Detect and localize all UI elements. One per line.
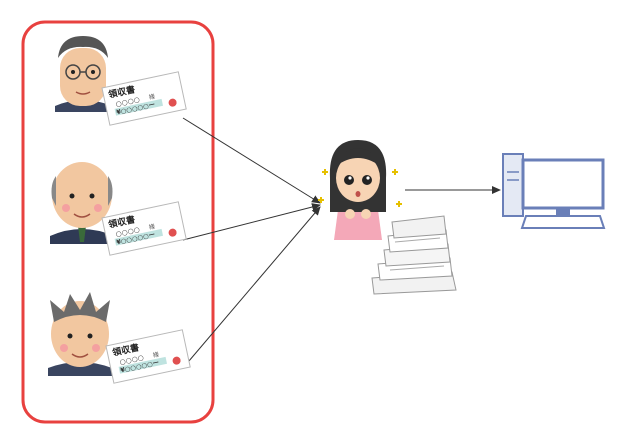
man-glasses-icon	[55, 36, 112, 112]
receipt-suffix: 様	[148, 92, 156, 101]
customer-group-box	[21, 20, 215, 424]
receipt-suffix: 様	[152, 350, 160, 359]
desktop-computer-icon	[502, 153, 606, 229]
receipt-card: 領収書 ○○○○ 様 ¥○○○○○ー	[101, 71, 187, 126]
arrow-customer3-to-clerk	[182, 206, 321, 369]
arrow-customer1-to-clerk	[182, 117, 321, 204]
bald-man-icon	[50, 162, 114, 244]
receipt-suffix: 様	[148, 222, 156, 231]
older-man-icon	[48, 292, 112, 376]
arrow-customer2-to-clerk	[182, 203, 321, 241]
receipt-card: 領収書 ○○○○ 様 ¥○○○○○ー	[105, 329, 191, 384]
surprised-woman-icon	[318, 140, 402, 240]
paper-pile-icon	[371, 215, 457, 295]
receipt-card: 領収書 ○○○○ 様 ¥○○○○○ー	[101, 201, 187, 256]
